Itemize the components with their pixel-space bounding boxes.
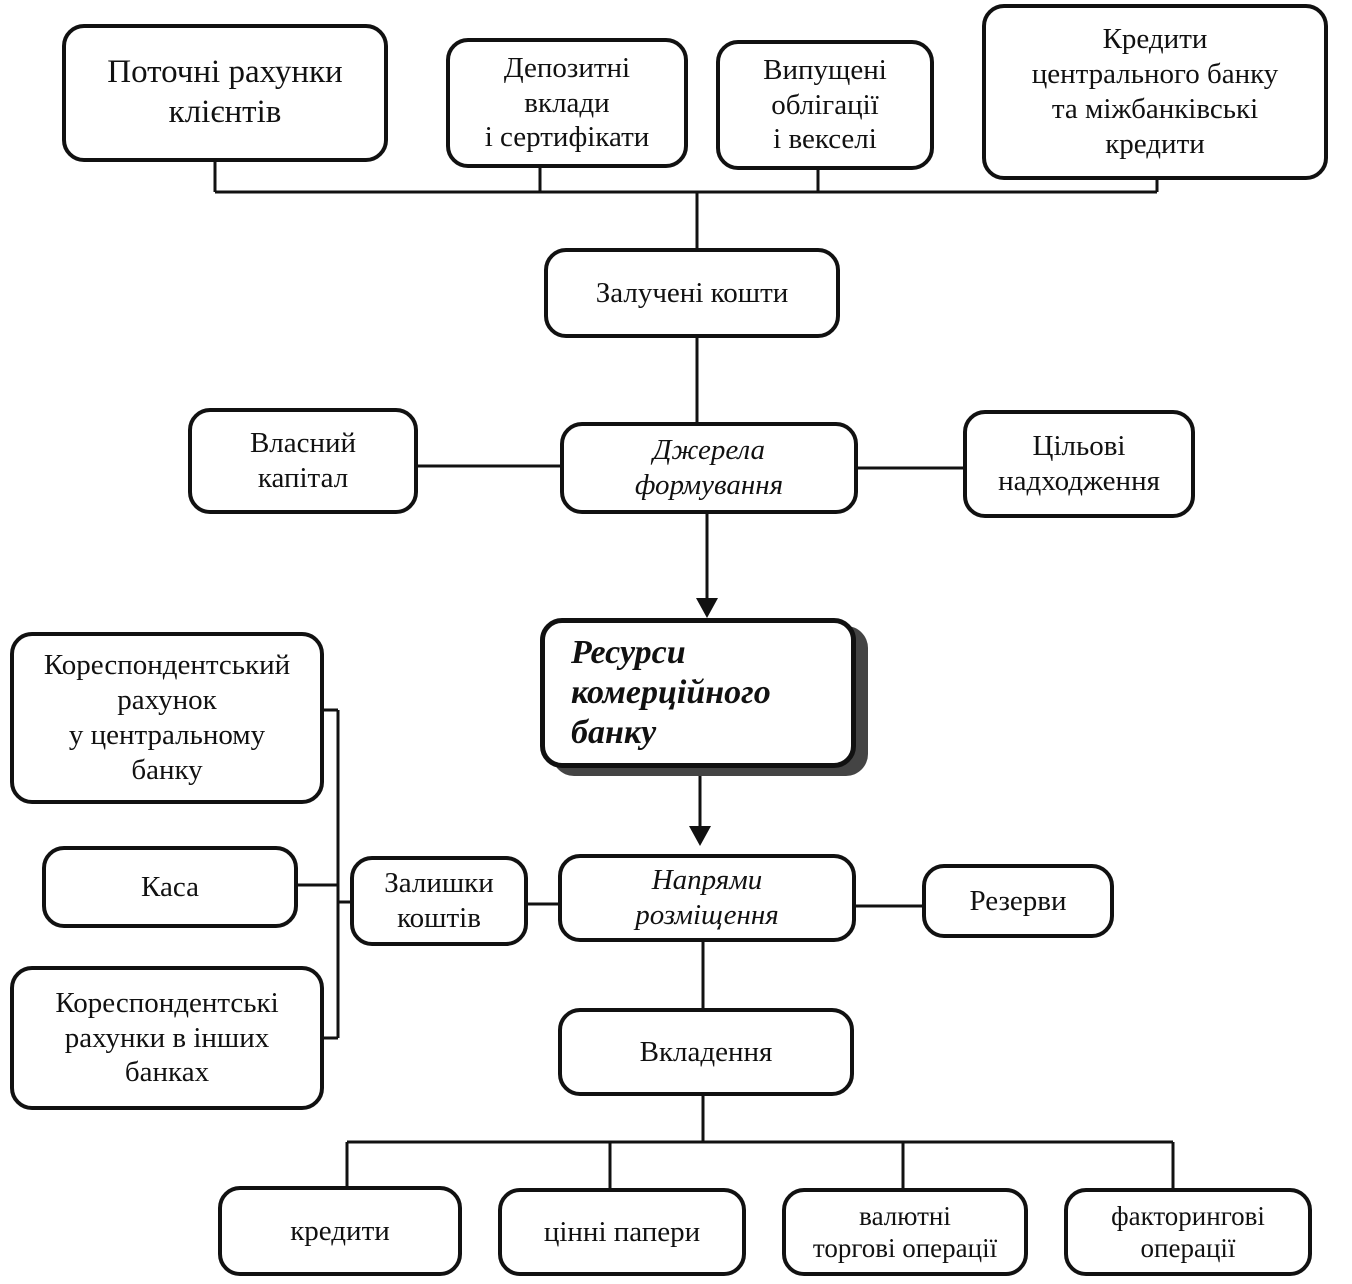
targeted-receipts-label: Цільові надходження (998, 430, 1160, 497)
targeted-receipts-box: Цільові надходження (963, 410, 1195, 518)
own-capital-label: Власний капітал (249, 427, 357, 494)
investments-label: Вкладення (639, 1035, 773, 1068)
factoring-label: факторингові операції (1111, 1200, 1265, 1263)
own-capital-box: Власний капітал (188, 408, 418, 514)
corr-account-cb-label: Кореспондентський рахунок у центральному… (43, 649, 291, 786)
placement-label: Напрями розміщення (635, 864, 779, 931)
securities-label: цінні папери (543, 1215, 701, 1248)
resources-label: Ресурси комерційного банку (571, 633, 771, 752)
bonds-box: Випущені облігації і векселі (716, 40, 934, 170)
resources-box: Ресурси комерційного банку (540, 618, 856, 768)
corr-accounts-other-label: Кореспондентські рахунки в інших банках (55, 986, 279, 1089)
bonds-label: Випущені облігації і векселі (763, 53, 887, 156)
deposits-box: Депозитні вклади і сертифікати (446, 38, 688, 168)
corr-account-cb-box: Кореспондентський рахунок у центральному… (10, 632, 324, 804)
sources-box: Джерела формування (560, 422, 858, 514)
cash-box: Каса (42, 846, 298, 928)
fund-balances-box: Залишки коштів (350, 856, 528, 946)
attracted-funds-label: Залучені кошти (595, 276, 789, 309)
current-accounts-label: Поточні рахунки клієнтів (107, 54, 343, 130)
placement-box: Напрями розміщення (558, 854, 856, 942)
current-accounts-box: Поточні рахунки клієнтів (62, 24, 388, 162)
securities-box: цінні папери (498, 1188, 746, 1276)
credits-label: кредити (290, 1214, 390, 1247)
sources-label: Джерела формування (634, 434, 784, 501)
cb-credits-box: Кредити центрального банку та міжбанківс… (982, 4, 1328, 180)
cb-credits-label: Кредити центрального банку та міжбанківс… (1031, 23, 1279, 160)
reserves-box: Резерви (922, 864, 1114, 938)
credits-box: кредити (218, 1186, 462, 1276)
corr-accounts-other-box: Кореспондентські рахунки в інших банках (10, 966, 324, 1110)
deposits-label: Депозитні вклади і сертифікати (484, 51, 650, 154)
fx-operations-label: валютні торгові операції (812, 1200, 998, 1263)
fx-operations-box: валютні торгові операції (782, 1188, 1028, 1276)
attracted-funds-box: Залучені кошти (544, 248, 840, 338)
cash-label: Каса (141, 870, 199, 903)
investments-box: Вкладення (558, 1008, 854, 1096)
fund-balances-label: Залишки коштів (384, 867, 494, 934)
factoring-box: факторингові операції (1064, 1188, 1312, 1276)
reserves-label: Резерви (969, 884, 1067, 917)
